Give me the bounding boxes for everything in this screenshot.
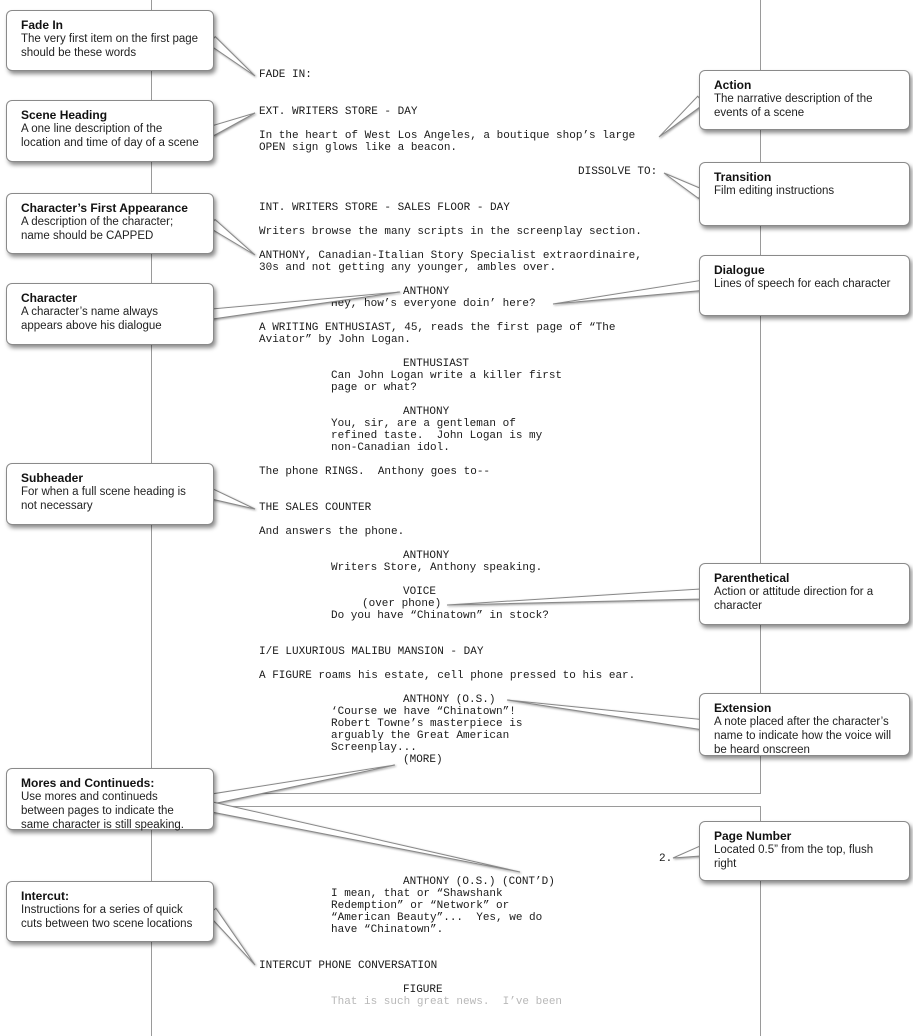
script-line: In the heart of West Los Angeles, a bout… xyxy=(259,130,636,142)
script-line: I/E LUXURIOUS MALIBU MANSION - DAY xyxy=(259,646,484,658)
script-line: And answers the phone. xyxy=(259,526,405,538)
script-line: Can John Logan write a killer first xyxy=(331,370,563,382)
script-line: Do you have “Chinatown” in stock? xyxy=(331,610,549,622)
callout-description: Film editing instructions xyxy=(714,185,835,197)
callout-description: A one line description of the location a… xyxy=(21,123,199,149)
page-number: 2. xyxy=(659,853,673,865)
script-line: “American Beauty”... Yes, we do xyxy=(331,912,543,924)
script-line: page or what? xyxy=(331,382,417,394)
callout-description: The narrative description of the events … xyxy=(714,93,873,119)
callout-title: Action xyxy=(714,78,752,92)
script-line: INTERCUT PHONE CONVERSATION xyxy=(259,960,438,972)
callout-title: Subheader xyxy=(21,471,84,485)
script-line: Writers Store, Anthony speaking. xyxy=(331,562,543,574)
callout-title: Scene Heading xyxy=(21,108,108,122)
script-line: DISSOLVE TO: xyxy=(578,166,658,178)
callout-title: Character’s First Appearance xyxy=(21,201,188,215)
callout-intercut: Intercut:Instructions for a series of qu… xyxy=(6,881,214,942)
callout-description: Located 0.5” from the top, flush right xyxy=(714,844,874,870)
callout-title: Extension xyxy=(714,701,772,715)
script-line: (over phone) xyxy=(362,598,442,610)
script-line: ANTHONY xyxy=(403,550,450,562)
callout-title: Page Number xyxy=(714,829,792,843)
callout-description: Instructions for a series of quick cuts … xyxy=(21,904,193,930)
script-line: refined taste. John Logan is my xyxy=(331,430,543,442)
script-line: INT. WRITERS STORE - SALES FLOOR - DAY xyxy=(259,202,510,214)
callout-description: Lines of speech for each character xyxy=(714,278,891,290)
callout-description: Use mores and continueds between pages t… xyxy=(21,791,184,831)
script-line: ANTHONY, Canadian-Italian Story Speciali… xyxy=(259,250,642,262)
script-line: Robert Towne’s masterpiece is xyxy=(331,718,523,730)
script-line: OPEN sign glows like a beacon. xyxy=(259,142,458,154)
script-line: arguably the Great American xyxy=(331,730,510,742)
script-line: Screenplay... xyxy=(331,742,417,754)
script-line: Aviator” by John Logan. xyxy=(259,334,411,346)
script-line: A WRITING ENTHUSIAST, 45, reads the firs… xyxy=(259,322,616,334)
script-line: non-Canadian idol. xyxy=(331,442,450,454)
script-line: ANTHONY (O.S.) xyxy=(403,694,496,706)
callout-description: A character’s name always appears above … xyxy=(21,306,162,332)
callout-title: Dialogue xyxy=(714,263,765,277)
callout-description: The very first item on the first page sh… xyxy=(21,33,199,59)
script-line: VOICE xyxy=(403,586,437,598)
script-line: Redemption” or “Network” or xyxy=(331,900,510,912)
script-line: The phone RINGS. Anthony goes to-- xyxy=(259,466,491,478)
script-line: I mean, that or “Shawshank xyxy=(331,888,503,900)
callout-title: Mores and Continueds: xyxy=(21,776,155,790)
script-line: EXT. WRITERS STORE - DAY xyxy=(259,106,418,118)
script-line: Writers browse the many scripts in the s… xyxy=(259,226,642,238)
script-line: THE SALES COUNTER xyxy=(259,502,372,514)
script-line: 30s and not getting any younger, ambles … xyxy=(259,262,557,274)
script-line: ENTHUSIAST xyxy=(403,358,470,370)
callout-title: Transition xyxy=(714,170,772,184)
script-line: FIGURE xyxy=(403,984,443,996)
script-line: ANTHONY xyxy=(403,286,450,298)
callout-title: Intercut: xyxy=(21,889,69,903)
callout-description: For when a full scene heading is not nec… xyxy=(21,486,186,512)
script-line: FADE IN: xyxy=(259,69,312,81)
callout-mores-and-continueds: Mores and Continueds:Use mores and conti… xyxy=(6,768,214,831)
callout-title: Parenthetical xyxy=(714,571,790,585)
callout-description: A description of the character; name sho… xyxy=(21,216,174,242)
script-line: That is such great news. I’ve been xyxy=(331,996,563,1008)
script-line: ANTHONY xyxy=(403,406,450,418)
script-line: You, sir, are a gentleman of xyxy=(331,418,516,430)
callout-title: Fade In xyxy=(21,18,64,32)
callout-description: Action or attitude direction for a chara… xyxy=(714,586,874,612)
script-line: ‘Course we have “Chinatown”! xyxy=(331,706,516,718)
script-line: have “Chinatown”. xyxy=(331,924,444,936)
callout-title: Character xyxy=(21,291,78,305)
callout-description: A note placed after the character’s name… xyxy=(714,716,892,756)
script-line: ANTHONY (O.S.) (CONT’D) xyxy=(403,876,555,888)
script-line: Hey, how’s everyone doin’ here? xyxy=(331,298,536,310)
script-line: A FIGURE roams his estate, cell phone pr… xyxy=(259,670,636,682)
script-line: (MORE) xyxy=(403,754,443,766)
